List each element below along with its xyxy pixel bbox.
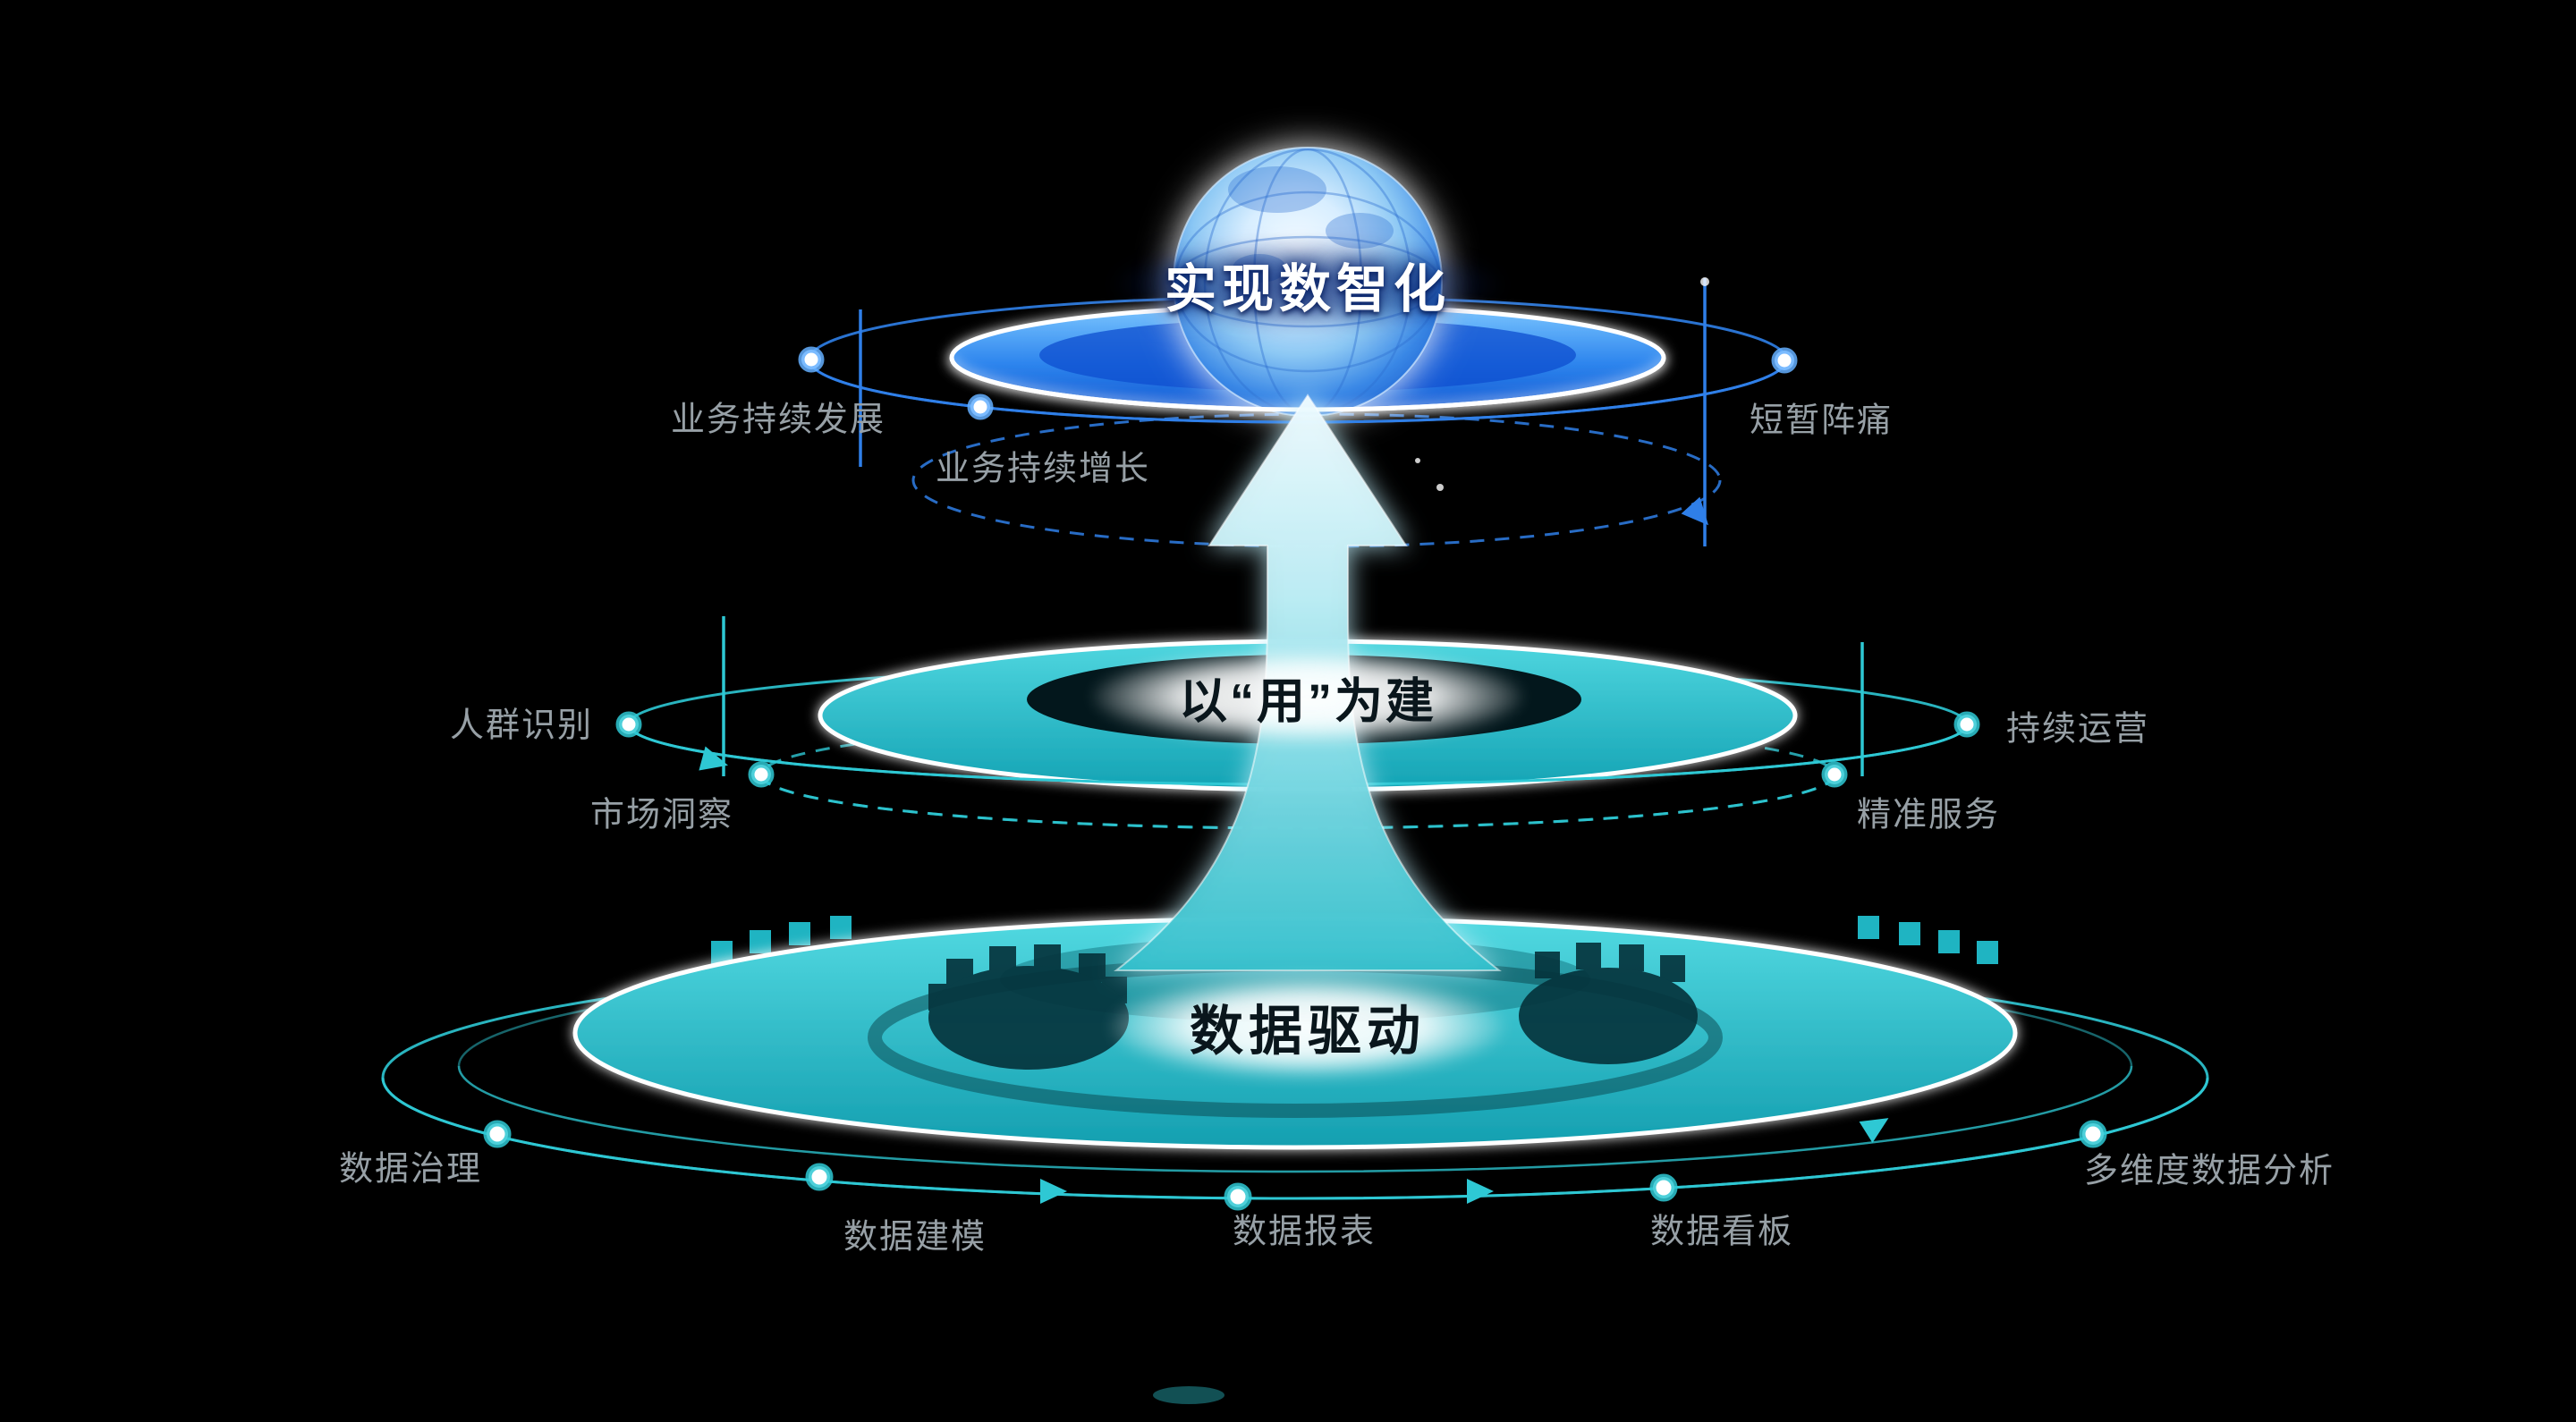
bottom-inner-ring-front: [457, 1065, 2133, 1173]
label-precise-service: 精准服务: [1856, 796, 2001, 834]
label-market-insight: 市场洞察: [589, 796, 734, 834]
label-data-report: 数据报表: [1232, 1213, 1377, 1251]
vertical-lines: [722, 278, 1864, 1401]
label-data-dashboard: 数据看板: [1649, 1213, 1794, 1251]
flow-arrow-icon: [699, 746, 728, 771]
node-dot: [615, 711, 642, 738]
gear-teeth-right-edge: [1858, 916, 1998, 964]
node-dot: [1953, 711, 1980, 738]
gear-left-icon: [928, 944, 1129, 1070]
ring-flow-arrows: [699, 496, 1889, 1204]
node-dot: [1821, 761, 1848, 788]
label-multi-dim-analysis: 多维度数据分析: [2083, 1152, 2335, 1190]
ring-node-dots: [483, 346, 2107, 1211]
tier-label-middle: 以“用”为建: [1179, 674, 1436, 729]
sparkles: [1153, 277, 1709, 1404]
bottom-label-band: [1111, 975, 1504, 1079]
node-dot: [2079, 1120, 2107, 1148]
node-dot: [1649, 1173, 1678, 1202]
flow-arrow-icon: [1040, 1179, 1067, 1204]
flow-arrow-icon: [1467, 1179, 1494, 1204]
top-label-band: [1115, 247, 1500, 322]
label-continuous-operation: 持续运营: [2005, 710, 2150, 749]
gear-right-icon: [1519, 943, 1698, 1064]
label-business-growth-2: 业务持续增长: [935, 450, 1151, 488]
node-dot: [967, 394, 994, 420]
label-data-governance: 数据治理: [338, 1150, 483, 1189]
node-dot: [748, 761, 775, 788]
flow-arrow-icon: [1681, 496, 1709, 526]
node-dot: [1224, 1182, 1252, 1211]
node-dot: [798, 346, 825, 373]
flow-arrow-icon: [1859, 1118, 1889, 1143]
label-business-growth-1: 业务持续发展: [670, 401, 886, 439]
middle-label-band: [1093, 649, 1522, 744]
label-crowd-recognition: 人群识别: [449, 707, 594, 745]
node-dot: [1771, 347, 1798, 374]
node-dot: [483, 1120, 512, 1148]
node-dot: [805, 1163, 834, 1191]
label-short-pain: 短暂阵痛: [1749, 402, 1894, 440]
label-data-modeling: 数据建模: [843, 1218, 987, 1257]
tier-label-top: 实现数智化: [1164, 260, 1452, 318]
tier-label-bottom: 数据驱动: [1190, 1001, 1426, 1062]
